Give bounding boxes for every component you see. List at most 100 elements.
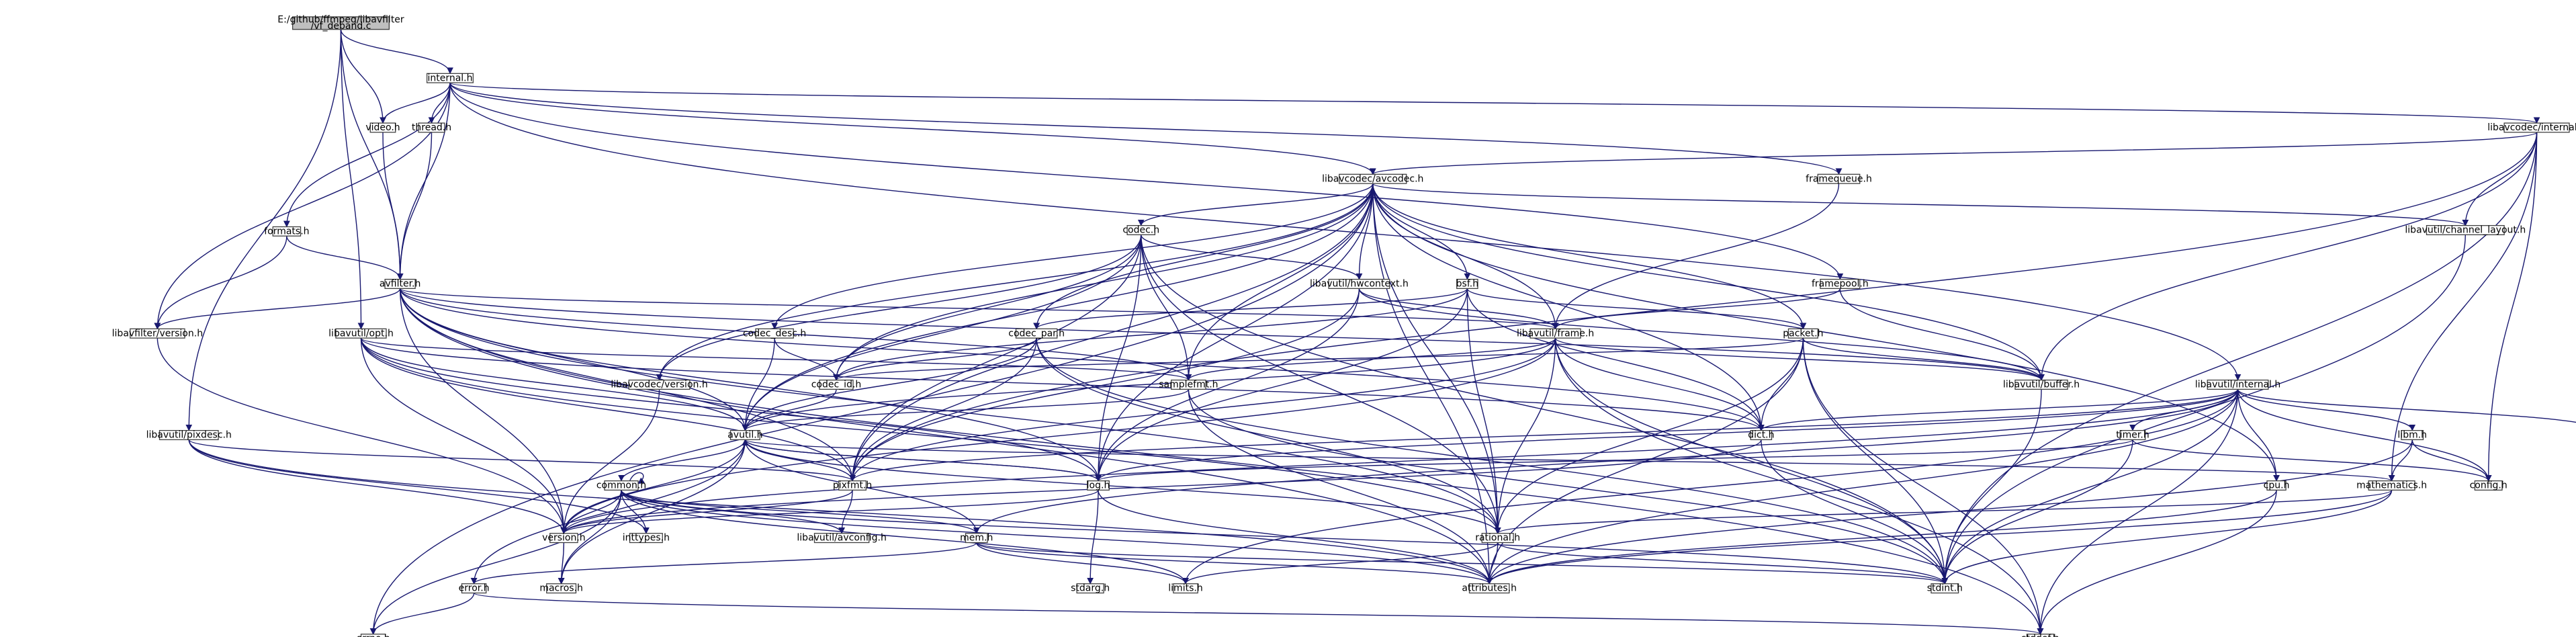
- node-lavc-internal-h[interactable]: libavcodec/internal.h: [2487, 122, 2576, 133]
- node-common-h[interactable]: common.h: [596, 480, 646, 491]
- node-label: timer.h: [2116, 430, 2149, 441]
- node-label: libavutil/frame.h: [1517, 328, 1594, 339]
- node-label: avfilter.h: [380, 279, 420, 290]
- node-box: [335, 328, 387, 339]
- node-label: codec_id.h: [811, 380, 862, 390]
- node-opt-h[interactable]: libavutil/opt.h: [328, 328, 394, 339]
- edge-avfilter_h-to-lavfi_version_h: [154, 288, 401, 330]
- edge-codec_h-to-log_h: [1095, 235, 1142, 482]
- edge-rational_h-to-attributes_h: [1486, 542, 1499, 585]
- edge-common_h-to-macros_h: [558, 490, 622, 585]
- node-samplefmt-h[interactable]: samplefmt.h: [1159, 380, 1218, 390]
- node-errno-h[interactable]: errno.h: [357, 634, 390, 637]
- node-label: E:/github/ffmpeg/libavfilter: [277, 15, 404, 26]
- node-box: [628, 379, 691, 390]
- node-version-h[interactable]: version.h: [542, 533, 586, 544]
- node-stddef-h[interactable]: stddef.h: [2021, 634, 2059, 637]
- edge-mem_h-to-attributes_h: [976, 542, 1493, 585]
- edge-codec_desc_h-to-codec_id_h: [774, 338, 840, 381]
- node-codec-id-h[interactable]: codec_id.h: [811, 380, 862, 390]
- node-cpu-h[interactable]: cpu.h: [2264, 480, 2290, 491]
- node-libm-h[interactable]: libm.h: [2397, 430, 2427, 441]
- node-attributes-h[interactable]: attributes.h: [1462, 583, 1517, 594]
- edge-lavu_internal_h-to-mem_h: [973, 389, 2239, 534]
- node-box: [272, 226, 302, 237]
- edge-avcodec_h-to-log_h: [1095, 183, 1374, 482]
- edge-log_h-to-avutil_h: [742, 439, 1099, 481]
- node-macros-h[interactable]: macros.h: [539, 583, 583, 594]
- node-pixdesc-h[interactable]: libavutil/pixdesc.h: [146, 430, 232, 441]
- edge-avutil_h-to-version_h: [560, 439, 746, 534]
- node-box: [838, 480, 867, 491]
- node-avutil-h[interactable]: avutil.h: [727, 430, 762, 441]
- edge-lavc_internal_h-to-pixfmt_h: [849, 132, 2538, 482]
- node-stdarg-h[interactable]: stdarg.h: [1071, 583, 1110, 594]
- edge-common_h-to-mem_h: [621, 490, 980, 534]
- node-formats-h[interactable]: formats.h: [264, 226, 309, 237]
- edge-lavu_internal_h-to-assert_h: [2237, 389, 2576, 423]
- edge-codec_h-to-avutil_h: [742, 235, 1142, 431]
- edge-error_h-to-errno_h: [369, 593, 475, 635]
- edge-bsf_h-to-packet_h: [1466, 288, 1807, 330]
- node-label: video.h: [365, 122, 400, 133]
- node-channel-layout-h[interactable]: libavutil/channel_layout.h: [2405, 225, 2526, 236]
- node-box: [549, 533, 578, 544]
- node-rational-h[interactable]: rational.h: [1475, 533, 1520, 544]
- node-framequeue-h[interactable]: framequeue.h: [1806, 173, 1872, 184]
- edge-samplefmt_h-to-attributes_h: [1188, 389, 1493, 585]
- node-framepool-h[interactable]: framepool.h: [1812, 279, 1869, 290]
- node-buffer-h[interactable]: libavutil/buffer.h: [2003, 380, 2080, 390]
- node-hwcontext-h[interactable]: libavutil/hwcontext.h: [1310, 279, 1409, 290]
- edge-cpu_h-to-attributes_h: [1486, 490, 2277, 585]
- node-label: stdarg.h: [1071, 583, 1110, 594]
- node-log-h[interactable]: log.h: [1087, 480, 1110, 491]
- node-packet-h[interactable]: packet.h: [1783, 328, 1823, 339]
- edge-pixfmt_h-to-avconfig_h: [838, 490, 853, 534]
- node-lavfi-version-h[interactable]: libavfilter/version.h: [112, 328, 203, 339]
- node-stdint-h[interactable]: stdint.h: [1927, 583, 1963, 594]
- node-internal-h[interactable]: internal.h: [426, 73, 474, 83]
- node-dict-h[interactable]: dict.h: [1748, 430, 1774, 441]
- node-mathematics-h[interactable]: mathematics.h: [2356, 480, 2427, 491]
- node-box: [1076, 583, 1104, 594]
- node-lavu-internal-h[interactable]: libavutil/internal.h: [2195, 380, 2280, 390]
- node-bsf-h[interactable]: bsf.h: [1456, 279, 1478, 290]
- edge-avutil_h-to-pixfmt_h: [744, 439, 856, 482]
- node-label: libavutil/opt.h: [328, 328, 394, 339]
- node-limits-h[interactable]: limits.h: [1168, 583, 1202, 594]
- edge-avcodec_h-to-errno_h: [369, 183, 1374, 635]
- node-label: libavutil/internal.h: [2195, 380, 2280, 390]
- node-codec-par-h[interactable]: codec_par.h: [1008, 328, 1065, 339]
- node-label: mem.h: [960, 533, 993, 544]
- edge-internal_h-to-framepool_h: [449, 83, 1844, 280]
- node-box: [159, 429, 219, 441]
- edge-avcodec_h-to-codec_desc_h: [771, 183, 1374, 330]
- edge-packet_h-to-buffer_h: [1802, 337, 2045, 381]
- node-label: pixfmt.h: [833, 480, 872, 491]
- edge-avcodec_h-to-dict_h: [1372, 183, 1765, 431]
- node-lavc-version-h[interactable]: libavcodec/version.h: [611, 380, 707, 390]
- node-avcodec-h[interactable]: libavcodec/avcodec.h: [1322, 173, 1423, 184]
- node-box: [1126, 224, 1156, 236]
- node-inttypes-h[interactable]: inttypes.h: [623, 533, 670, 544]
- edge-mem_h-to-limits_h: [976, 542, 1189, 585]
- node-codec-desc-h[interactable]: codec_desc.h: [743, 328, 806, 339]
- node-codec-h[interactable]: codec.h: [1122, 225, 1159, 236]
- edge-codec_par_h-to-avutil_h: [742, 338, 1037, 431]
- node-mem-h[interactable]: mem.h: [960, 533, 993, 544]
- node-avfilter-h[interactable]: avfilter.h: [380, 279, 420, 290]
- node-label: dict.h: [1748, 430, 1774, 441]
- node-label: libavcodec/avcodec.h: [1322, 173, 1423, 184]
- node-root[interactable]: E:/github/ffmpeg/libavfilter/vf_deband.c: [277, 15, 404, 32]
- edge-common_h-self-loop: [629, 472, 646, 484]
- node-lavu-frame-h[interactable]: libavutil/frame.h: [1517, 328, 1594, 339]
- node-thread-h[interactable]: thread.h: [412, 122, 451, 133]
- edge-codec_h-to-codec_id_h: [833, 235, 1142, 381]
- node-video-h[interactable]: video.h: [365, 122, 400, 133]
- node-timer-h[interactable]: timer.h: [2116, 430, 2149, 441]
- node-config-h[interactable]: config.h: [2470, 480, 2507, 491]
- node-avconfig-h[interactable]: libavutil/avconfig.h: [797, 533, 886, 544]
- node-box: [2401, 429, 2424, 441]
- node-error-h[interactable]: error.h: [459, 583, 490, 594]
- node-pixfmt-h[interactable]: pixfmt.h: [833, 480, 872, 491]
